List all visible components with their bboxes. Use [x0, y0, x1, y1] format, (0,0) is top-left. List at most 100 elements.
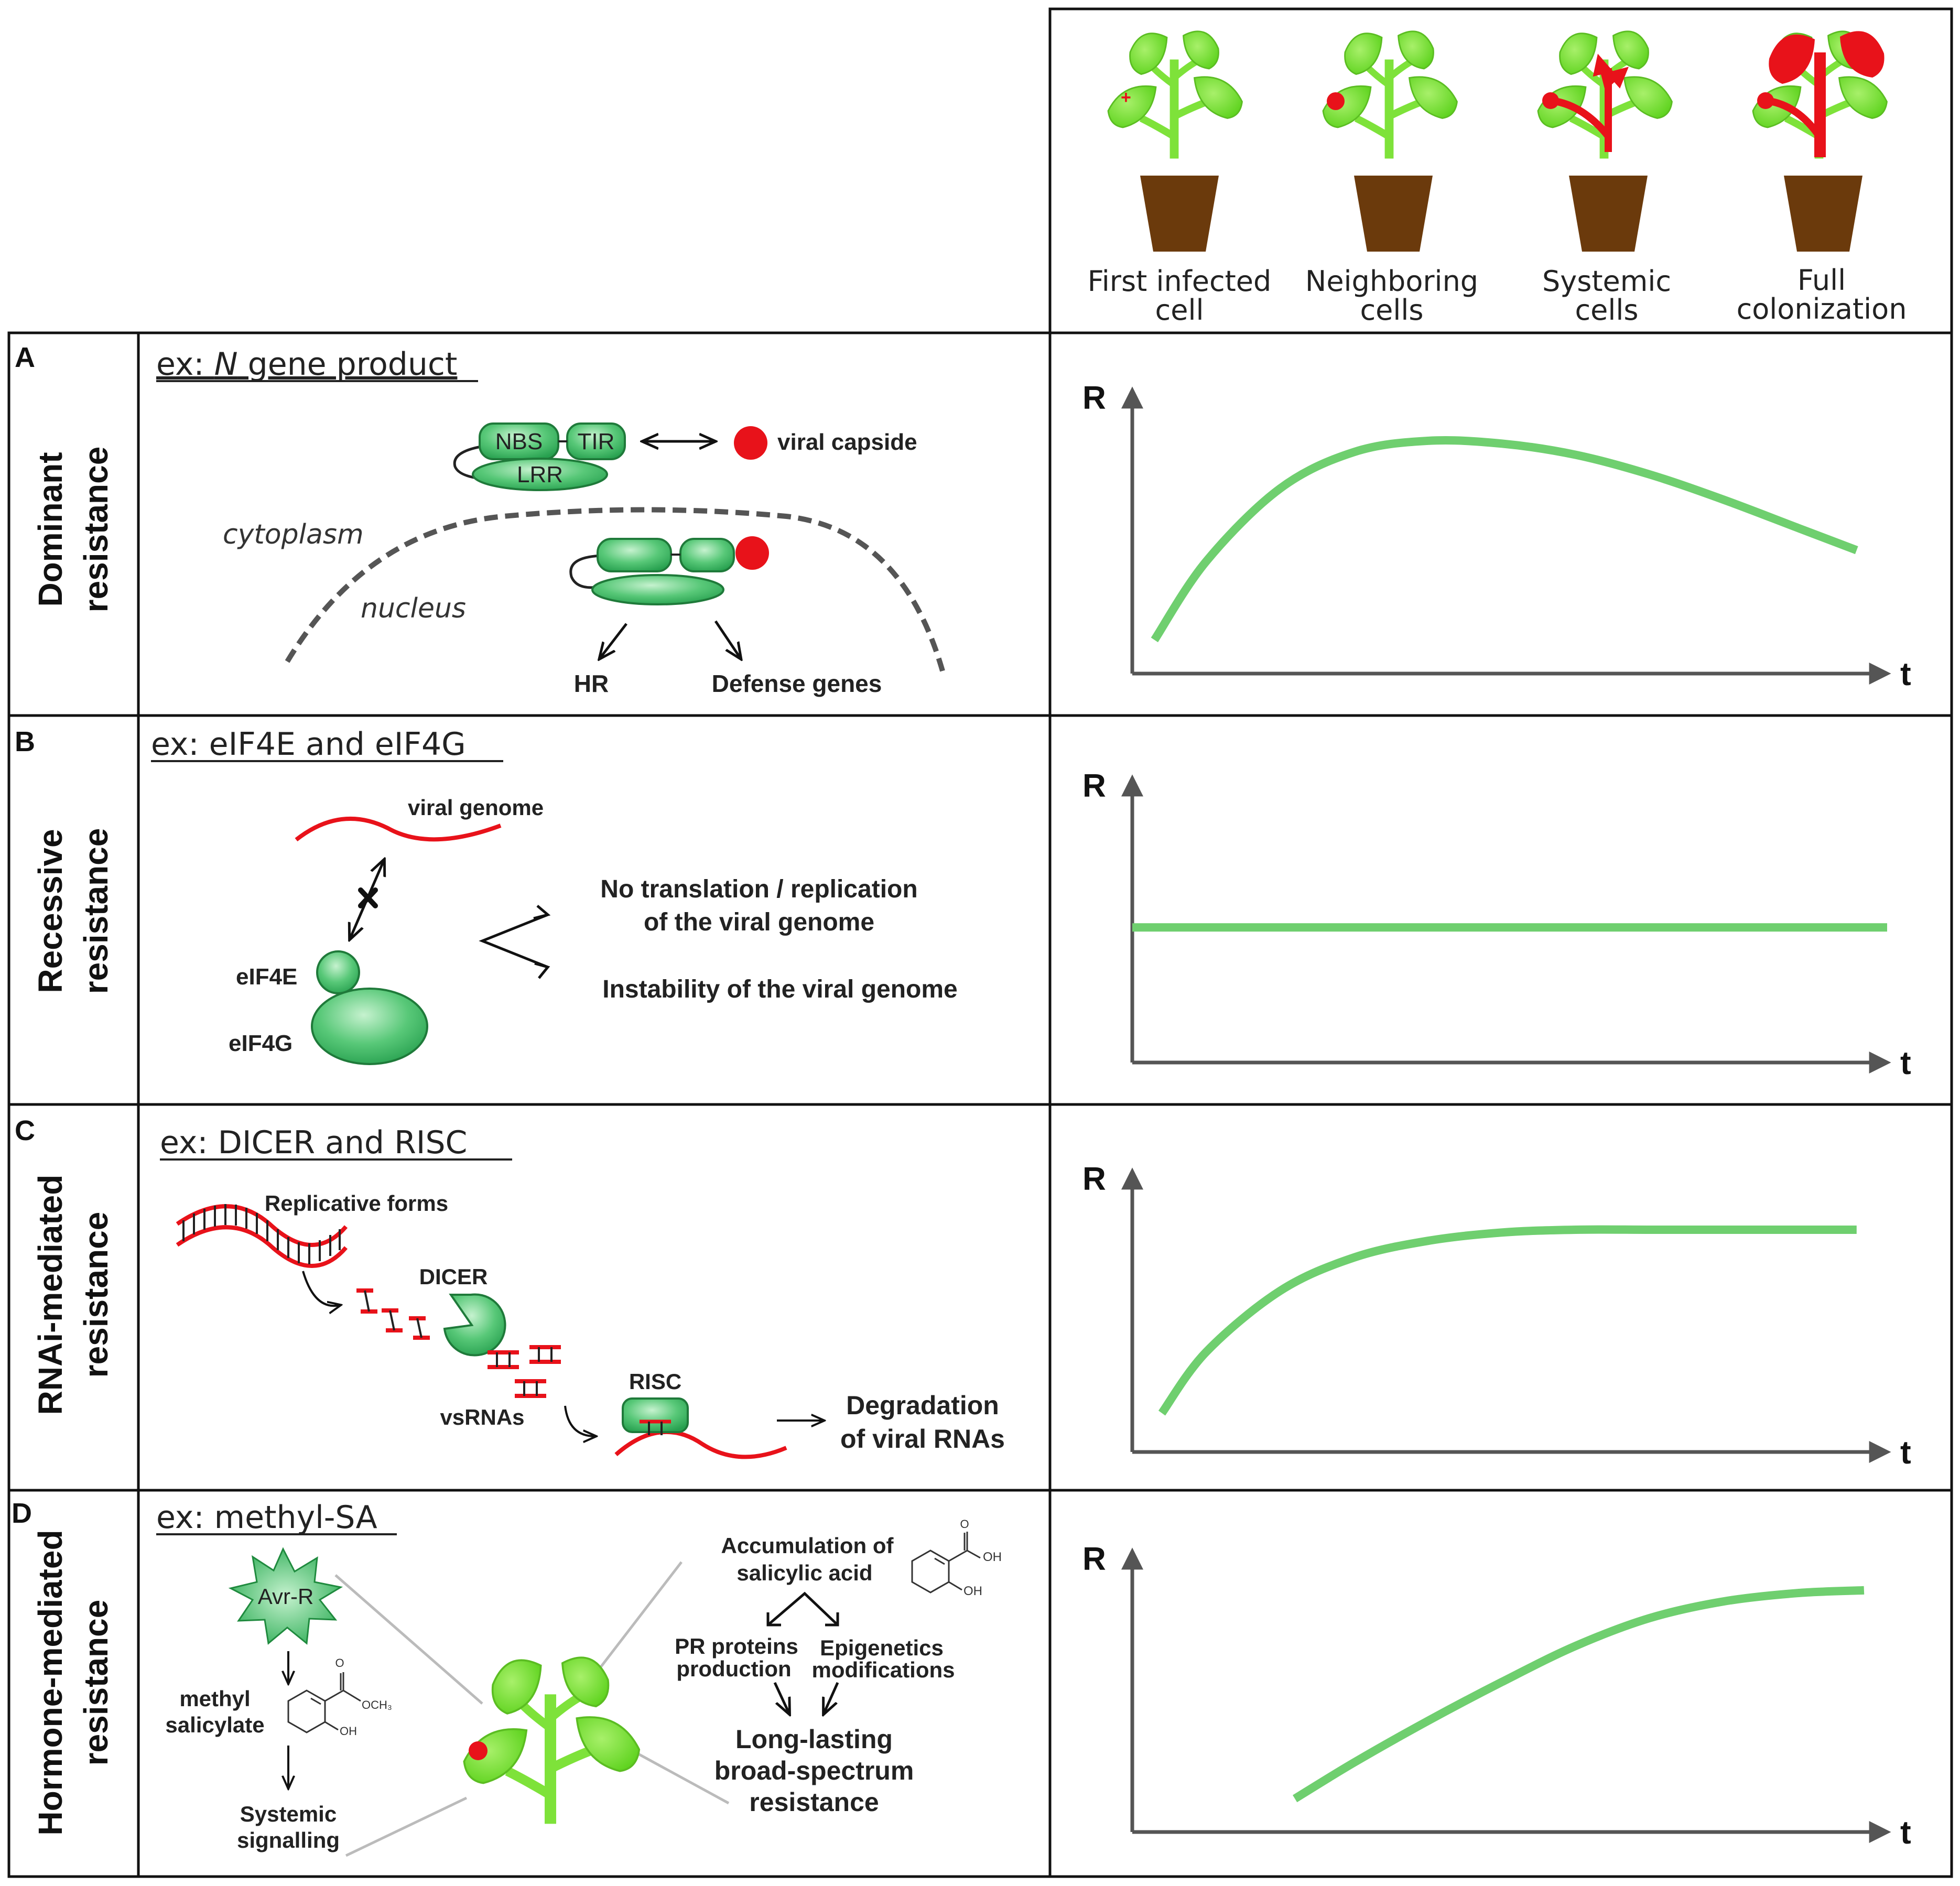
arrow-to-defense-genes [714, 620, 740, 658]
och3-label: OCH₃ [362, 1698, 392, 1711]
stage-header: + First infected cell Neighboring cells … [1088, 31, 1907, 327]
pr-proteins-label-line2: production [676, 1656, 791, 1681]
avr-r-label: Avr-R [258, 1584, 314, 1609]
panel-d-mechanism: ex: methyl-SA Avr-R methyl salicylate O … [156, 1499, 1002, 1857]
avr-r-star-icon [228, 1547, 343, 1645]
panel-a-mechanism: ex: N gene product NBS TIR LRR viral cap… [156, 346, 945, 697]
eif4e-protein [316, 950, 360, 994]
vsrna-duplexes [488, 1345, 561, 1398]
row-label-resistance: resistance [77, 447, 115, 613]
x-axis-label: t [1900, 1815, 1911, 1851]
viral-capside-label: viral capside [777, 429, 917, 455]
stage-label-line2: cell [1155, 294, 1204, 327]
row-label-resistance: resistance [77, 828, 115, 994]
eif4e-label: eIF4E [236, 964, 297, 990]
outcome-no-translation: No translation / replication [600, 875, 917, 903]
y-axis-label: R [1082, 380, 1106, 416]
stage-full-colonization: Full colonization [1737, 31, 1907, 326]
row-label-dominant: Dominant [31, 452, 69, 606]
n-protein-complex: NBS TIR LRR [453, 422, 626, 491]
block-x-icon [358, 887, 378, 908]
outcome-instability: Instability of the viral genome [602, 975, 957, 1003]
chart-c: Rt [1082, 1161, 1911, 1471]
methyl-salicylate-label: methyl [179, 1686, 250, 1711]
accumulation-label-line2: salicylic acid [737, 1560, 872, 1585]
pot-icon [1140, 176, 1219, 252]
dsrna-replicative-form [176, 1204, 348, 1268]
viral-capside-icon [734, 426, 767, 460]
pot-icon [1569, 176, 1648, 252]
row-label-recessive: Recessive [31, 829, 69, 993]
stage-label-line1: Systemic [1542, 265, 1671, 298]
row-labels: A B C D Dominant resistance Recessive re… [12, 342, 115, 1836]
broad-spectrum-label: broad-spectrum [714, 1756, 914, 1785]
row-label-hormone-mediated: Hormone-mediated [31, 1530, 69, 1835]
y-axis-label: R [1082, 1161, 1106, 1197]
hr-label: HR [574, 670, 609, 697]
viral-genome-label: viral genome [408, 795, 544, 820]
oxygen-label: O [335, 1656, 344, 1670]
outcome-fork-arrow [479, 913, 548, 969]
plant-with-infection-icon [464, 1657, 639, 1824]
oh-label: OH [983, 1550, 1002, 1564]
epigenetics-label: Epigenetics [820, 1635, 944, 1660]
stage-neighboring-cells: Neighboring cells [1305, 31, 1478, 327]
arrow-to-hr [600, 623, 627, 658]
resistance-curve [1293, 1586, 1865, 1803]
x-axis-label: t [1900, 1045, 1911, 1081]
defense-genes-label: Defense genes [712, 670, 882, 697]
stage-label-line1: Neighboring [1305, 265, 1478, 298]
oh-label: OH [340, 1725, 357, 1738]
pot-icon [1784, 176, 1862, 252]
stage-label-line2: colonization [1737, 292, 1907, 326]
pathway-fork-arrow [767, 1591, 839, 1626]
nbs-domain-label: NBS [495, 429, 543, 454]
eif4g-protein [311, 988, 428, 1065]
risc-label: RISC [629, 1369, 681, 1394]
resistance-label: resistance [749, 1787, 879, 1817]
vsrnas-label: vsRNAs [440, 1405, 524, 1429]
pot-icon [1354, 176, 1433, 252]
infection-mark-icon: + [1121, 88, 1131, 107]
grid-lines [7, 7, 1953, 1878]
chart-a: Rt [1082, 380, 1911, 692]
eif4g-label: eIF4G [229, 1031, 293, 1056]
infection-spot-icon [1327, 92, 1345, 110]
methyl-salicylate-structure-icon [287, 1672, 361, 1733]
nuclear-membrane [285, 507, 945, 672]
dicer-enzyme-icon [443, 1293, 506, 1357]
tir-domain-label: TIR [578, 429, 615, 454]
lrr-domain-label: LRR [517, 462, 563, 487]
oxygen-label: O [960, 1518, 969, 1531]
risc-complex-icon [622, 1397, 689, 1433]
long-lasting-label: Long-lasting [735, 1725, 893, 1754]
panel-c-example: ex: DICER and RISC [160, 1124, 467, 1161]
cytoplasm-label: cytoplasm [223, 519, 364, 550]
panel-letter-a: A [15, 342, 35, 373]
chart-d: Rt [1082, 1541, 1911, 1851]
row-label-resistance: resistance [77, 1600, 115, 1766]
panel-a-example: ex: N gene product [156, 346, 457, 383]
stage-label-line1: Full [1797, 264, 1846, 297]
systemic-signalling-label: Systemic [240, 1802, 337, 1826]
x-axis-label: t [1900, 656, 1911, 692]
stage-label-line2: cells [1575, 294, 1638, 327]
salicylic-acid-structure-icon [911, 1532, 981, 1594]
row-label-resistance: resistance [77, 1212, 115, 1378]
panel-b-example: ex: eIF4E and eIF4G [151, 726, 466, 763]
stage-label-line2: cells [1360, 294, 1423, 327]
accumulation-label: Accumulation of [721, 1533, 894, 1558]
outcome-no-translation-line2: of the viral genome [644, 908, 874, 936]
panel-b-mechanism: ex: eIF4E and eIF4G viral genome eIF4E e… [151, 726, 958, 1065]
epigenetics-label-line2: modifications [811, 1657, 955, 1682]
panel-letter-b: B [15, 726, 35, 757]
resistance-curve [1158, 1225, 1857, 1416]
replicative-forms-label: Replicative forms [265, 1191, 448, 1216]
y-axis-label: R [1082, 768, 1106, 804]
panel-d-example: ex: methyl-SA [156, 1499, 377, 1536]
stage-first-infected-cell: + First infected cell [1088, 31, 1271, 327]
panel-letter-c: C [15, 1115, 35, 1146]
stage-systemic-cells: Systemic cells [1538, 31, 1672, 327]
